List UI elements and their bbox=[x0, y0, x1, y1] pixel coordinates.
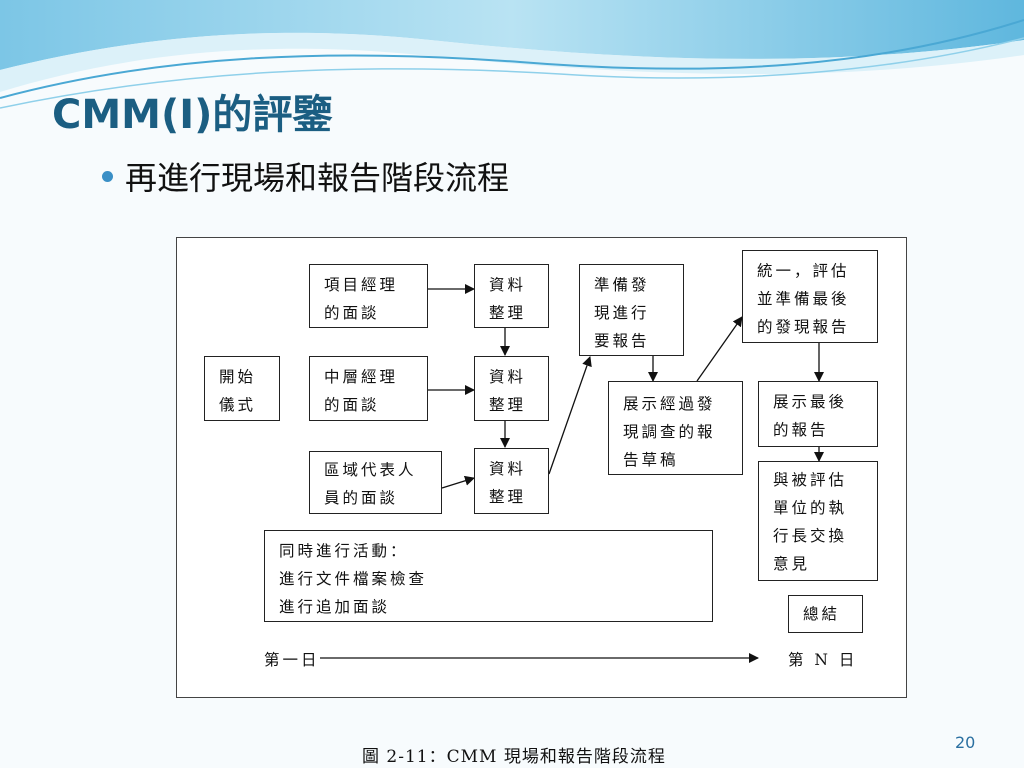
box-line: 的面談 bbox=[324, 396, 380, 414]
box-line: 行長交換 bbox=[773, 527, 848, 545]
box-unify-assess: 統一，評估 並準備最後 的發現報告 bbox=[742, 250, 878, 343]
bullet-dot-icon bbox=[102, 170, 113, 182]
box-line: 整理 bbox=[489, 396, 527, 414]
box-show-draft: 展示經過發 現調查的報 告草稿 bbox=[608, 381, 743, 475]
box-line: 展示最後 bbox=[773, 393, 848, 411]
box-line: 的發現報告 bbox=[757, 318, 850, 336]
box-pm-interview: 項目經理 的面談 bbox=[309, 264, 428, 328]
page-number: 20 bbox=[955, 733, 976, 752]
box-show-final: 展示最後 的報告 bbox=[758, 381, 878, 447]
box-line: 進行追加面談 bbox=[279, 598, 391, 616]
bullet-item: 再進行現場和報告階段流程 bbox=[102, 153, 509, 199]
box-line: 總結 bbox=[803, 605, 841, 623]
figure-caption: 圖 2-11：CMM 現場和報告階段流程 bbox=[362, 747, 666, 767]
timeline-start-label: 第一日 bbox=[264, 651, 320, 669]
box-data-organize-2: 資料 整理 bbox=[474, 356, 549, 421]
box-line: 的報告 bbox=[773, 421, 829, 439]
box-line: 的面談 bbox=[324, 304, 380, 322]
box-line: 資料 bbox=[489, 276, 527, 294]
box-summary: 總結 bbox=[788, 595, 863, 633]
box-line: 現進行 bbox=[594, 304, 650, 322]
box-data-organize-3: 資料 整理 bbox=[474, 448, 549, 514]
box-line: 單位的執 bbox=[773, 499, 848, 517]
box-line: 整理 bbox=[489, 488, 527, 506]
box-line: 資料 bbox=[489, 460, 527, 478]
box-line: 告草稿 bbox=[623, 451, 679, 469]
box-line: 意見 bbox=[773, 555, 811, 573]
box-data-organize-1: 資料 整理 bbox=[474, 264, 549, 328]
box-line: 現調查的報 bbox=[623, 423, 716, 441]
box-line: 開始 bbox=[219, 368, 257, 386]
timeline-end-label: 第 N 日 bbox=[788, 651, 858, 669]
box-line: 區域代表人 bbox=[324, 461, 417, 479]
box-line: 資料 bbox=[489, 368, 527, 386]
box-mid-interview: 中層經理 的面談 bbox=[309, 356, 428, 421]
box-line: 中層經理 bbox=[324, 368, 399, 386]
box-concurrent-activities: 同時進行活動： 進行文件檔案檢查 進行追加面談 bbox=[264, 530, 713, 622]
box-line: 進行文件檔案檢查 bbox=[279, 570, 428, 588]
slide-title: CMM(I)的評鑒 bbox=[52, 92, 333, 138]
box-prepare-report: 準備發 現進行 要報告 bbox=[579, 264, 684, 356]
box-line: 同時進行活動： bbox=[279, 542, 409, 560]
box-line: 要報告 bbox=[594, 332, 650, 350]
box-line: 展示經過發 bbox=[623, 395, 716, 413]
box-line: 整理 bbox=[489, 304, 527, 322]
box-line: 員的面談 bbox=[324, 489, 399, 507]
box-line: 統一，評估 bbox=[757, 262, 850, 280]
box-line: 項目經理 bbox=[324, 276, 399, 294]
bullet-text: 再進行現場和報告階段流程 bbox=[125, 159, 510, 197]
box-line: 儀式 bbox=[219, 396, 257, 414]
box-line: 並準備最後 bbox=[757, 290, 850, 308]
box-area-interview: 區域代表人 員的面談 bbox=[309, 451, 442, 514]
box-start-ceremony: 開始 儀式 bbox=[204, 356, 280, 421]
box-line: 準備發 bbox=[594, 276, 650, 294]
box-exchange-views: 與被評估 單位的執 行長交換 意見 bbox=[758, 461, 878, 581]
box-line: 與被評估 bbox=[773, 471, 848, 489]
